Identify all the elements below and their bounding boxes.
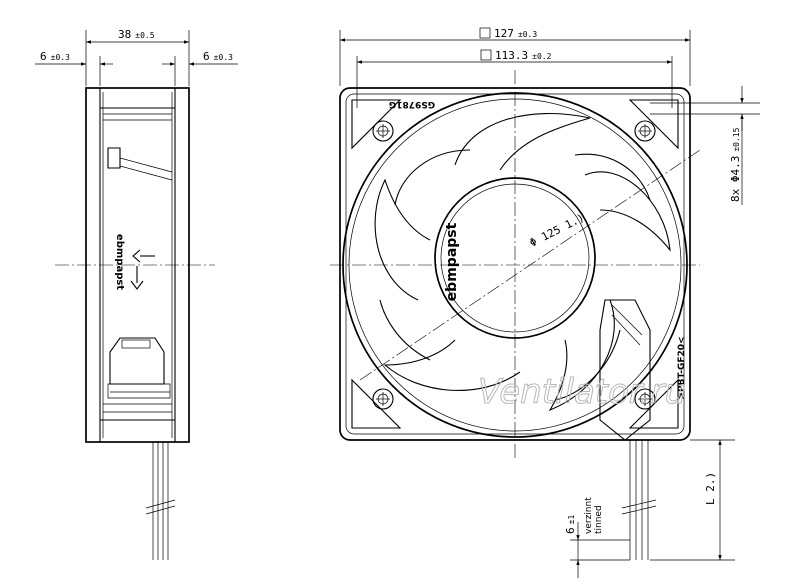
watermark: Ventilator.ru [478, 372, 686, 412]
side-brand-label: ebmpapst [114, 234, 125, 290]
mounting-hole-top-left [351, 99, 402, 150]
hole-spacing-dimension: 113.3±0.2 [495, 49, 552, 62]
material-label: >PBT-GF20< [677, 336, 687, 399]
left-offset-dimension: 6±0.3 [40, 50, 70, 63]
lead-length-dimension: L 2.) [704, 472, 717, 505]
diameter-dimension: Φ 125 1.) [527, 211, 586, 250]
mounting-hole-bottom-left [351, 378, 402, 429]
depth-dimension: 38±0.5 [118, 28, 155, 41]
hub-brand-label: ebmpapst [444, 222, 460, 301]
outer-square-dimension: 127±0.3 [494, 27, 537, 40]
mounting-hole-bottom-right [628, 378, 679, 429]
holes-dimension: 8x Φ4.3±0.15 [729, 127, 742, 202]
part-code-label: GS9781G [389, 99, 435, 109]
right-offset-dimension: 6±0.3 [203, 50, 233, 63]
side-view: ebmpapst 38±0.5 6±0.3 6±0.3 [35, 28, 238, 560]
airflow-arrow-icon [132, 249, 155, 263]
front-view: ebmpapst GS9781G >PBT-GF20< Φ 125 1.) 12… [330, 27, 760, 578]
rotation-arrow-icon [130, 266, 144, 290]
impeller-blades [374, 112, 671, 412]
strip-dimension: 6±1 [564, 515, 577, 534]
strip-note-tinned: tinned [594, 505, 604, 534]
strip-note-verzinnt: verzinnt [584, 497, 594, 534]
mounting-hole-top-right [628, 99, 679, 150]
